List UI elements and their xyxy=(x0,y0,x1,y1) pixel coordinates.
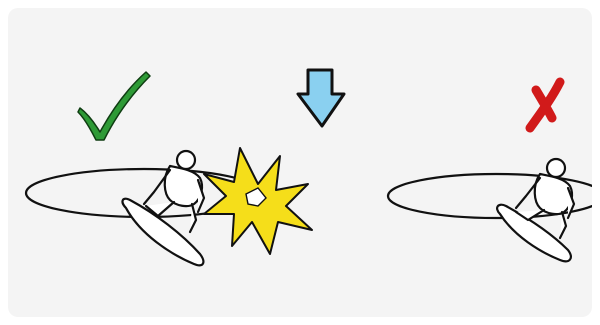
collision-burst-icon xyxy=(204,148,312,254)
illustration-panel xyxy=(8,8,592,317)
down-arrow-icon xyxy=(298,70,344,126)
check-mark-icon xyxy=(78,72,150,140)
illustration-svg xyxy=(8,8,592,317)
x-mark-icon xyxy=(530,82,560,128)
right-surfer-scene xyxy=(388,159,592,261)
